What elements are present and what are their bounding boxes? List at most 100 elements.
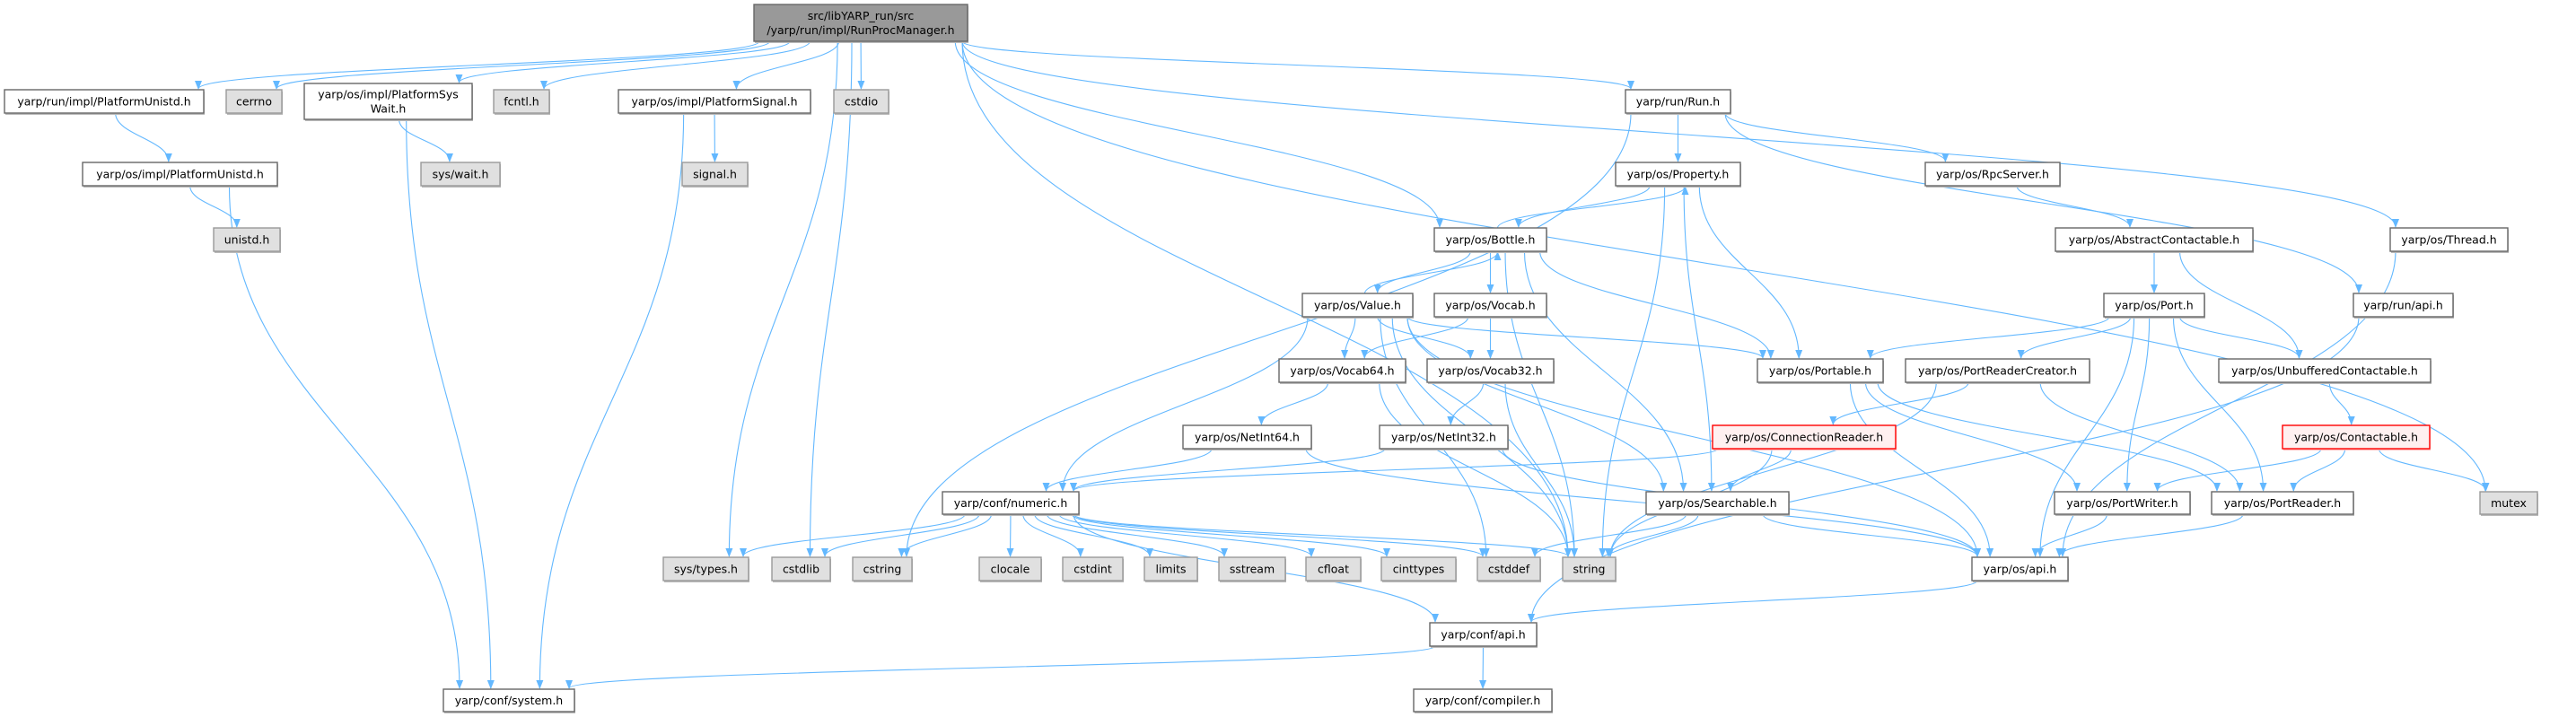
node-rpcserver[interactable]: yarp/os/RpcServer.h [1924,162,2061,188]
node-port[interactable]: yarp/os/Port.h [2103,293,2205,319]
node-label: yarp/os/AbstractContactable.h [2069,233,2239,247]
node-box [1645,491,1790,515]
node-limits[interactable]: limits [1143,556,1198,582]
node-portwriter[interactable]: yarp/os/PortWriter.h [2054,491,2191,516]
edge-root-to-platsignal [732,40,840,90]
edge-value-to-vocab64 [1341,316,1356,359]
edge-portreadercreator-to-string [1607,381,1937,557]
node-vocab64[interactable]: yarp/os/Vocab64.h [1278,358,1406,384]
node-netint32[interactable]: yarp/os/NetInt32.h [1379,424,1509,450]
node-portreadercreator[interactable]: yarp/os/PortReaderCreator.h [1905,358,2090,384]
node-contactable[interactable]: yarp/os/Contactable.h [2282,424,2431,450]
node-label: yarp/os/UnbufferedContactable.h [2231,364,2418,378]
node-run_platunistd[interactable]: yarp/run/impl/PlatformUnistd.h [4,89,205,115]
node-label: yarp/os/impl/PlatformSignal.h [632,95,798,109]
node-cstdio[interactable]: cstdio [833,89,889,115]
node-netint64[interactable]: yarp/os/NetInt64.h [1182,424,1312,450]
node-label: Wait.h [371,102,407,116]
edge-numeric-to-string [1073,513,1572,557]
edge-vocab-to-vocab64 [1361,316,1469,359]
node-label: yarp/conf/compiler.h [1425,694,1541,707]
edge-portable-to-portwriter [1864,381,2081,492]
node-label: yarp/os/NetInt32.h [1391,431,1496,444]
node-cstddef[interactable]: cstddef [1476,556,1541,582]
node-os_platunistd[interactable]: yarp/os/impl/PlatformUnistd.h [82,162,278,188]
node-vocab[interactable]: yarp/os/Vocab.h [1433,293,1547,319]
node-numeric[interactable]: yarp/conf/numeric.h [942,491,1080,516]
node-box [2282,424,2431,450]
node-signal[interactable]: signal.h [681,162,749,188]
node-string[interactable]: string [1562,556,1617,582]
node-unistd[interactable]: unistd.h [213,227,281,253]
node-syswait[interactable]: sys/wait.h [420,162,501,188]
node-clocale[interactable]: clocale [978,556,1042,582]
node-thread[interactable]: yarp/os/Thread.h [2389,227,2509,253]
node-box [1426,358,1555,383]
node-box [2389,227,2509,252]
node-cerrno[interactable]: cerrno [225,89,283,115]
node-box [420,162,501,187]
node-system[interactable]: yarp/conf/system.h [442,688,575,713]
edge-abstractcontactable-to-unbuffered [2178,250,2303,359]
node-cinttypes[interactable]: cinttypes [1380,556,1457,582]
node-label: yarp/os/ConnectionReader.h [1725,431,1883,444]
edge-property-to-portable [1698,185,1803,359]
edge-bottle-to-portable [1539,250,1774,359]
edge-rpcserver-to-abstractcontactable [2016,185,2134,228]
node-label: cfloat [1318,563,1349,576]
edge-osapi-to-confapi [1528,580,1978,623]
node-runapi[interactable]: yarp/run/api.h [2353,293,2454,319]
node-searchable[interactable]: yarp/os/Searchable.h [1645,491,1790,516]
node-property[interactable]: yarp/os/Property.h [1615,162,1741,188]
node-connectionreader[interactable]: yarp/os/ConnectionReader.h [1712,424,1897,450]
edge-portreadercreator-to-connectionreader [1829,381,1969,425]
node-box [1476,556,1541,581]
node-vocab32[interactable]: yarp/os/Vocab32.h [1426,358,1555,384]
node-cstdint[interactable]: cstdint [1062,556,1124,582]
node-platsignal[interactable]: yarp/os/impl/PlatformSignal.h [618,89,811,115]
node-box [442,688,575,713]
node-sstream[interactable]: sstream [1218,556,1286,582]
node-box [213,227,281,252]
edge-bottle-to-value [1373,250,1471,293]
node-cstdlib[interactable]: cstdlib [771,556,831,582]
edge-netint32-to-numeric [1070,448,1386,492]
node-cfloat[interactable]: cfloat [1305,556,1362,582]
node-label: yarp/run/impl/PlatformUnistd.h [17,95,190,109]
edge-numeric-to-cfloat [1058,513,1315,557]
edge-root-to-cstdlib [806,40,853,557]
node-osapi[interactable]: yarp/os/api.h [1971,556,2069,582]
edge-contactable-to-mutex [2378,448,2490,492]
node-fcntl[interactable]: fcntl.h [493,89,550,115]
node-box [1379,424,1509,450]
node-root[interactable]: src/libYARP_run/src/yarp/run/impl/RunPro… [753,4,968,43]
edge-os_platunistd-to-unistd [189,185,241,228]
node-confapi[interactable]: yarp/conf/api.h [1429,622,1538,648]
node-abstractcontactable[interactable]: yarp/os/AbstractContactable.h [2055,227,2254,253]
node-systypes[interactable]: sys/types.h [662,556,749,582]
node-label: yarp/conf/api.h [1441,628,1525,642]
node-box [1562,556,1617,581]
node-box [225,89,283,114]
node-cstring[interactable]: cstring [852,556,913,582]
edge-run-to-rpcserver [1724,112,1950,162]
node-bottle[interactable]: yarp/os/Bottle.h [1433,227,1547,253]
node-unbuffered[interactable]: yarp/os/UnbufferedContactable.h [2218,358,2431,384]
node-mutex[interactable]: mutex [2479,491,2538,516]
node-value[interactable]: yarp/os/Value.h [1301,293,1414,319]
edge-numeric-to-cstdint [1022,513,1084,557]
node-box [978,556,1042,581]
edge-numeric-to-cstdlib [821,513,980,557]
node-box [1182,424,1312,450]
node-portable[interactable]: yarp/os/Portable.h [1757,358,1884,384]
node-portreader[interactable]: yarp/os/PortReader.h [2211,491,2354,516]
node-label: yarp/os/Vocab64.h [1290,364,1394,378]
node-box [662,556,749,581]
edge-value-to-portable [1406,316,1766,359]
node-run[interactable]: yarp/run/Run.h [1625,89,1731,115]
node-label: yarp/os/Port.h [2115,299,2193,312]
edge-connectionreader-to-numeric [1070,448,1719,492]
node-compiler[interactable]: yarp/conf/compiler.h [1413,688,1553,713]
node-label: cstdint [1073,563,1112,576]
